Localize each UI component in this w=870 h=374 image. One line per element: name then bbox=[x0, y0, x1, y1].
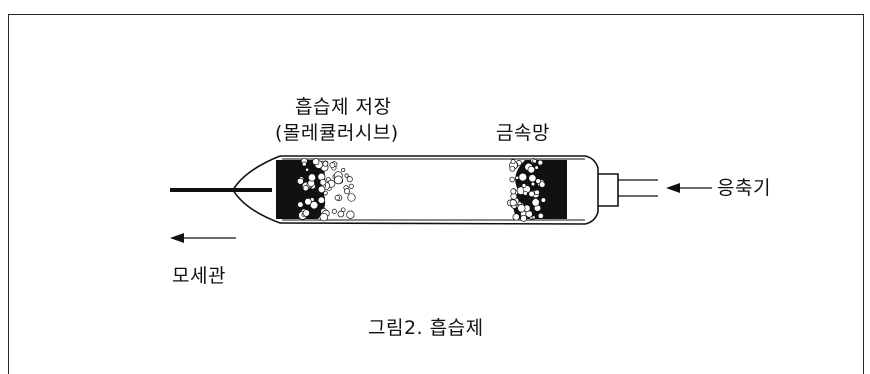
dryer-left-cap bbox=[232, 155, 281, 224]
granule bbox=[347, 193, 356, 202]
granule bbox=[346, 176, 353, 183]
granule bbox=[538, 181, 546, 188]
granule bbox=[532, 158, 537, 164]
granule bbox=[517, 204, 526, 213]
granule bbox=[331, 208, 337, 214]
granule bbox=[509, 176, 515, 183]
granule bbox=[302, 185, 309, 192]
capillary-label: 모세관 bbox=[172, 265, 226, 287]
dryer-right-neck bbox=[598, 173, 619, 207]
granule bbox=[312, 158, 320, 166]
figure-frame bbox=[8, 14, 864, 374]
molecular-sieve-label: (몰레큘러시브) bbox=[275, 122, 399, 144]
granule bbox=[522, 190, 528, 196]
desiccant-granules bbox=[296, 157, 356, 222]
granule bbox=[509, 165, 516, 172]
granule bbox=[528, 190, 535, 198]
granule bbox=[518, 172, 528, 182]
granule bbox=[317, 196, 326, 204]
granule bbox=[510, 188, 517, 195]
condenser-arrow-head bbox=[666, 183, 680, 193]
granule bbox=[520, 214, 528, 222]
mesh-granules bbox=[506, 158, 547, 222]
granule bbox=[344, 188, 351, 195]
granule bbox=[301, 161, 307, 167]
granule bbox=[334, 175, 343, 185]
granule bbox=[515, 175, 520, 180]
granule bbox=[337, 210, 345, 218]
granule bbox=[329, 162, 336, 169]
granule bbox=[334, 195, 340, 201]
granule bbox=[540, 197, 547, 203]
granule bbox=[521, 183, 527, 188]
granule bbox=[296, 177, 304, 185]
granule bbox=[527, 165, 536, 174]
granule bbox=[535, 178, 542, 184]
granule bbox=[348, 183, 354, 189]
granule bbox=[317, 185, 326, 194]
granule bbox=[344, 173, 349, 178]
granule bbox=[510, 159, 516, 165]
granule bbox=[534, 165, 539, 170]
granule bbox=[322, 160, 329, 167]
granule bbox=[304, 197, 312, 206]
granule bbox=[530, 181, 536, 187]
granule bbox=[309, 201, 319, 210]
condenser-label: 응축기 bbox=[717, 177, 771, 199]
granule bbox=[297, 201, 304, 208]
granule bbox=[537, 159, 544, 166]
metal-mesh-screen bbox=[545, 160, 567, 219]
granule bbox=[307, 173, 317, 182]
granule bbox=[537, 212, 544, 219]
granule bbox=[534, 189, 540, 196]
granule bbox=[305, 167, 310, 172]
granule bbox=[509, 199, 517, 207]
granule bbox=[302, 209, 310, 217]
metal-mesh-label: 금속망 bbox=[496, 122, 550, 144]
granule bbox=[531, 198, 540, 207]
dryer-shell bbox=[279, 155, 599, 225]
granule bbox=[341, 167, 346, 173]
granule bbox=[323, 190, 328, 196]
granule bbox=[528, 174, 537, 183]
desiccant-packing bbox=[276, 160, 326, 219]
capillary-arrow-head bbox=[170, 233, 184, 243]
figure-caption: 그림2. 흡습제 bbox=[368, 317, 484, 339]
desiccant-storage-label: 흡습제 저장 bbox=[295, 96, 392, 118]
granule bbox=[512, 213, 520, 221]
granule bbox=[319, 212, 329, 222]
granule bbox=[319, 178, 327, 186]
granule bbox=[346, 210, 355, 219]
granule bbox=[531, 215, 536, 220]
